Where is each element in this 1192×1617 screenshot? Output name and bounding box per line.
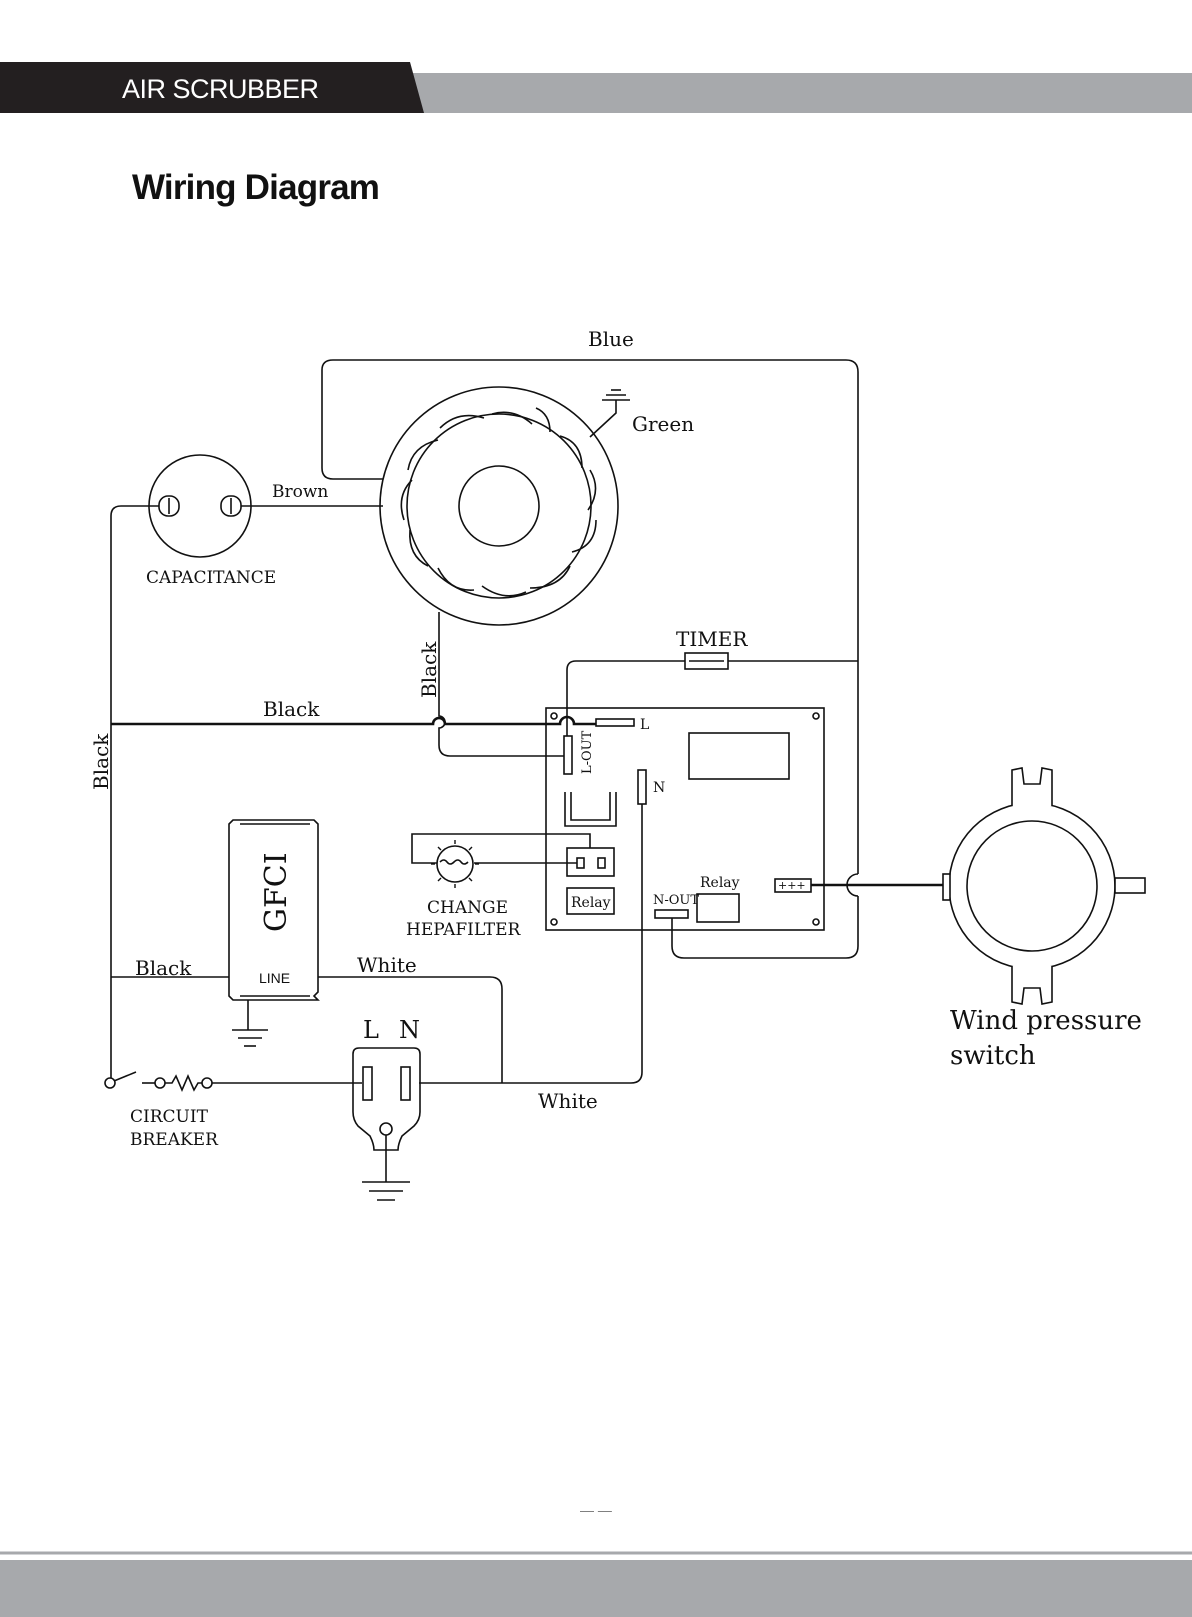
circuit-breaker xyxy=(105,1072,212,1090)
outlet-plug xyxy=(353,1048,420,1200)
hepa-filter-indicator xyxy=(412,834,590,888)
label-relay-2: Relay xyxy=(700,875,740,891)
label-wind-2: switch xyxy=(950,1041,1036,1071)
label-n: N xyxy=(653,780,665,796)
label-timer: TIMER xyxy=(676,627,748,651)
fan-hub xyxy=(459,466,539,546)
label-n-out: N-OUT xyxy=(653,893,699,908)
label-black-gfci: Black xyxy=(135,956,192,980)
label-black-top: Black xyxy=(263,697,320,721)
board-display xyxy=(689,733,789,779)
label-line: LINE xyxy=(259,970,290,986)
label-capacitance: CAPACITANCE xyxy=(146,568,276,588)
header-bar: AIR SCRUBBER xyxy=(0,62,1192,113)
ground-symbol-gfci xyxy=(232,1030,268,1046)
wiring-diagram: Blue xyxy=(89,327,1145,1200)
hepa-connector xyxy=(567,848,614,876)
label-terminal: +++ xyxy=(778,879,806,892)
label-brown: Brown xyxy=(272,482,328,502)
label-plug-l: L xyxy=(363,1016,379,1044)
wire-black-top xyxy=(111,717,596,724)
wire-black-fan xyxy=(439,612,568,756)
label-l: L xyxy=(640,717,649,733)
label-plug-n: N xyxy=(399,1016,420,1044)
terminal-n-out xyxy=(655,910,688,918)
wire-blue-lower xyxy=(672,896,858,958)
label-black-fan: Black xyxy=(417,641,441,698)
wire-green xyxy=(590,400,616,437)
label-change: CHANGE xyxy=(427,898,508,918)
label-blue: Blue xyxy=(588,327,634,351)
header-brand: AIR SCRUBBER xyxy=(122,74,319,104)
label-white-top: White xyxy=(357,953,417,977)
relay-2-box xyxy=(697,894,739,922)
label-white-bottom: White xyxy=(538,1089,598,1113)
wire-timer xyxy=(567,661,858,742)
label-green: Green xyxy=(632,412,694,436)
terminal-l xyxy=(596,719,634,726)
terminal-n xyxy=(638,770,646,804)
label-gfci: GFCI xyxy=(259,852,294,932)
ground-symbol-fan xyxy=(602,390,630,400)
fan-outer-ring xyxy=(380,387,618,625)
fan-motor xyxy=(380,387,618,625)
label-hepafilter: HEPAFILTER xyxy=(406,920,522,940)
board-bracket xyxy=(565,792,616,826)
label-wind-1: Wind pressure xyxy=(950,1006,1142,1036)
label-black-left: Black xyxy=(89,733,113,790)
page-title: Wiring Diagram xyxy=(132,168,379,207)
label-circuit: CIRCUIT xyxy=(130,1107,209,1127)
label-l-out: L-OUT xyxy=(580,730,595,774)
footer-bar xyxy=(0,1560,1192,1617)
terminal-l-out xyxy=(564,736,572,774)
capacitor xyxy=(149,455,251,557)
label-relay-1: Relay xyxy=(571,895,611,911)
wind-pressure-switch xyxy=(943,768,1145,1004)
label-breaker: BREAKER xyxy=(130,1130,219,1150)
wire-black-left xyxy=(111,506,159,1083)
page-number: — — xyxy=(580,1502,612,1518)
